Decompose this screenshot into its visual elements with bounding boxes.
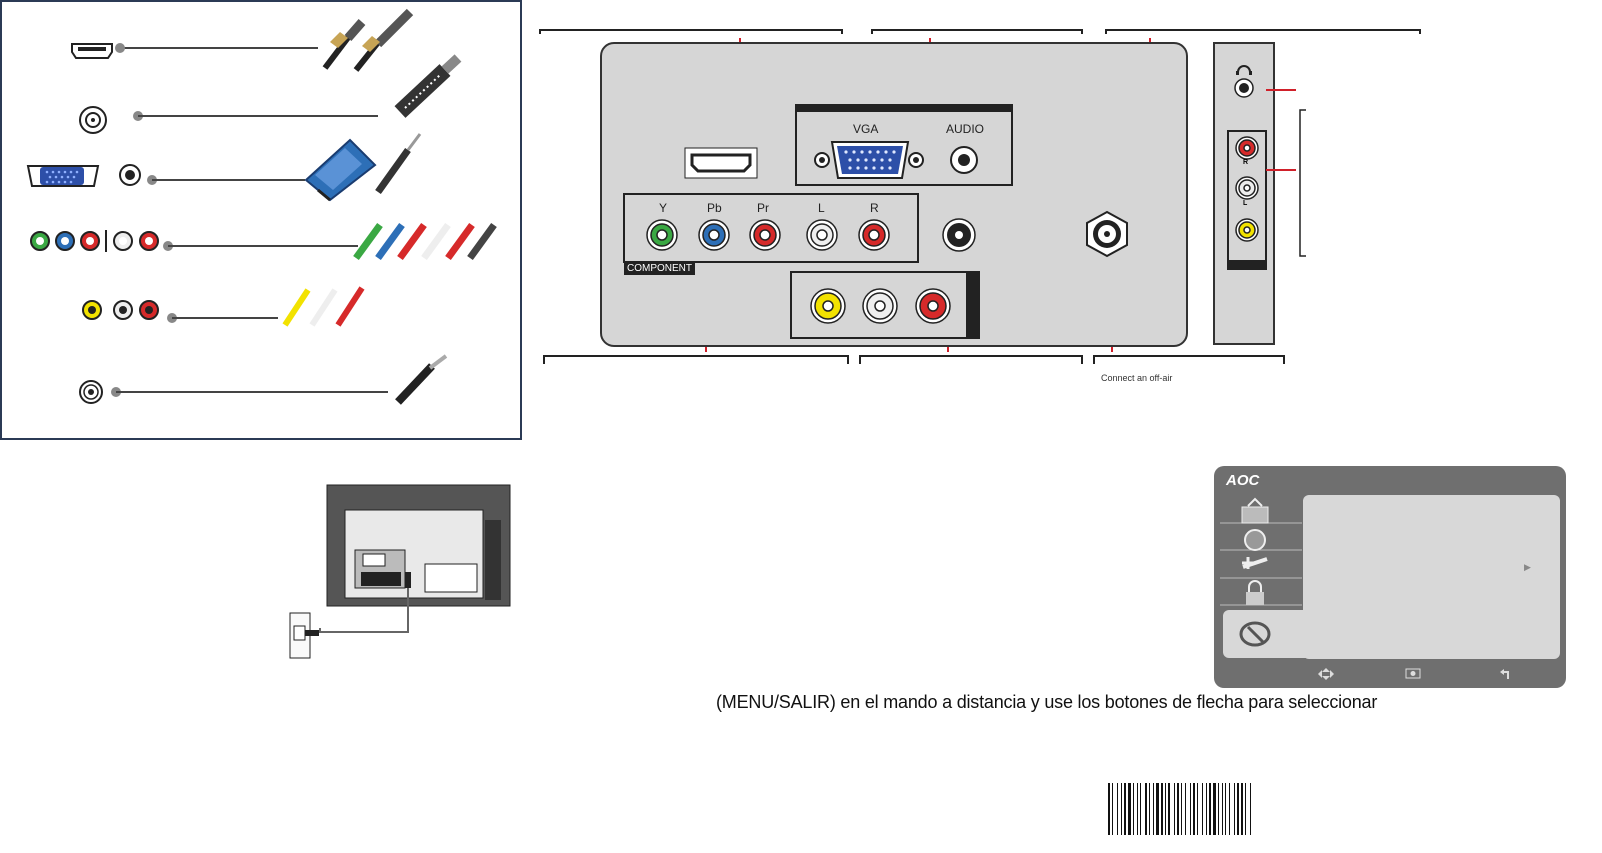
osd-footer-icons (1318, 668, 1509, 680)
audio-jack-icon (119, 164, 141, 186)
headphone-jack-icon (1234, 65, 1254, 98)
coax-port-icon (79, 106, 107, 134)
component-label-r: R (870, 201, 879, 215)
audio-cable-icon (375, 133, 422, 195)
component-tag: COMPONENT (624, 262, 695, 275)
panel-audio-jack-icon (942, 218, 976, 252)
av-in-block (790, 271, 980, 339)
barcode-image (1108, 783, 1251, 835)
side-l-label: L (1243, 200, 1248, 207)
osd-submenu-arrow-icon: ▶ (1524, 562, 1531, 572)
instruction-text: (MENU/SALIR) en el mando a distancia y u… (716, 692, 1378, 712)
component-label-pr: Pr (757, 201, 769, 215)
composite-ports-icon (82, 300, 159, 320)
enter-icon (1405, 668, 1421, 679)
vga-audio-block (795, 104, 1013, 186)
vga-label: VGA (853, 122, 879, 136)
navigate-icon (1318, 668, 1334, 680)
component-ports-icon (30, 230, 159, 252)
wrench-icon (1242, 557, 1268, 569)
side-callouts (1266, 89, 1306, 257)
panel-hdmi-port-icon (684, 147, 758, 179)
rf-port-icon (79, 380, 103, 404)
component-jacks-icon (646, 219, 890, 251)
audio-label: AUDIO (946, 122, 985, 136)
component-label-y: Y (659, 201, 668, 215)
component-label-pb: Pb (707, 201, 722, 215)
speaker-icon (1244, 529, 1266, 551)
osd-brand-logo: AOC (1226, 472, 1260, 489)
cable-legend-art (26, 8, 497, 405)
side-av-block (1227, 130, 1267, 270)
antenna-input-icon (1086, 210, 1128, 258)
vga-connector-icon (814, 141, 978, 179)
hdmi-cable-icon (322, 8, 414, 72)
back-icon (1500, 669, 1509, 679)
tv-icon (1241, 497, 1269, 524)
antenna-caption: Connect an off-air (1101, 373, 1173, 383)
component-label-l: L (818, 201, 825, 215)
hdmi-port-icon (71, 43, 113, 59)
vga-port-icon (26, 165, 100, 187)
cable-legend-box (0, 0, 522, 440)
side-av-jacks-icon (1235, 136, 1259, 242)
composite-cables-icon (282, 286, 365, 327)
vga-cable-icon (304, 138, 377, 202)
rf-cable-icon (395, 354, 448, 405)
osd-content-pane (1303, 495, 1560, 659)
satellite-icon (1239, 621, 1271, 647)
coax-cable-icon (394, 54, 462, 118)
lock-icon (1246, 580, 1264, 605)
tv-back-illustration (289, 484, 511, 659)
osd-tab-icons (1220, 497, 1302, 647)
av-jacks-icon (810, 288, 951, 324)
component-block (623, 193, 919, 263)
side-r-label: R (1243, 159, 1249, 166)
component-cables-icon (353, 222, 497, 261)
